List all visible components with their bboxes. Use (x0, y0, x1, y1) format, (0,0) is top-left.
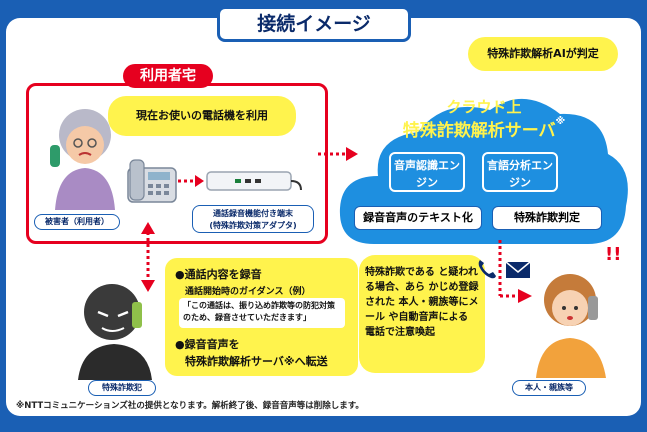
cloud-title-text: 特殊詐欺解析サーバ (402, 121, 556, 141)
phone-icon (478, 260, 496, 279)
ai-bubble-text: 特殊詐欺解析AIが判定 (487, 47, 599, 60)
language-analysis-engine: 言語分析エンジン (482, 152, 558, 192)
arrow-home-to-cloud (318, 147, 358, 161)
cloud-title-line1: クラウド上 (446, 98, 522, 116)
scammer-icon (78, 284, 152, 380)
cloud-asterisk: ※ (555, 116, 566, 127)
telephone-icon (127, 159, 177, 203)
mail-icon (505, 261, 531, 278)
guidance-box: 「この通話は、振り込め詐欺等の防犯対策のため、録音させていただきます」 (179, 298, 345, 328)
ai-speech-bubble: 特殊詐欺解析AIが判定 (468, 37, 618, 71)
adapter-device-icon (206, 171, 302, 191)
guidance-text: 「この通話は、振り込め詐欺等の防犯対策のため、録音させていただきます」 (183, 301, 335, 322)
alert-bubble: 特殊詐欺である と疑われる場合、あら かじめ登録された 本人・親族等にメール や… (359, 255, 485, 373)
footnote: ※NTTコミュニケーションズ社の提供となります。解析終了後、録音音声等は削除しま… (16, 401, 364, 411)
family-label: 本人・親族等 (512, 380, 586, 396)
family-member-icon (536, 274, 606, 378)
alert-text: 特殊詐欺である と疑われる場合、あら かじめ登録された 本人・親族等にメール や… (365, 267, 479, 338)
victim-label: 被害者（利用者） (34, 214, 120, 230)
arrow-cloud-to-family (498, 240, 532, 303)
victim-bubble-text: 現在お使いの電話機を利用 (136, 109, 268, 122)
recording-bubble: ●通話内容を録音 通話開始時のガイダンス（例） 「この通話は、振り込め詐欺等の防… (165, 258, 358, 376)
home-label: 利用者宅 (123, 64, 213, 88)
call-connection-arrow (141, 222, 155, 292)
voice-engine-text: 音声認識エンジン (394, 159, 460, 189)
adapter-label-line2: (特殊詐欺対策アダプタ) (209, 221, 297, 230)
arrow-phone-to-adapter (178, 175, 204, 187)
guidance-title: 通話開始時のガイダンス（例） (185, 287, 311, 297)
fraud-judgment-tag: 特殊詐欺判定 (492, 206, 602, 230)
exclamation-mark: !! (605, 244, 622, 265)
page-title: 接続イメージ (217, 6, 411, 42)
cloud-title-line2: 特殊詐欺解析サーバ※ (374, 116, 594, 141)
transfer-line2: 特殊詐欺解析サーバ※へ転送 (185, 355, 328, 368)
transfer-line1: ●録音音声を (175, 338, 240, 351)
scammer-label: 特殊詐欺犯 (88, 380, 156, 396)
elderly-woman-icon (50, 109, 115, 210)
adapter-label-line1: 通話録音機能付き端末 (213, 209, 293, 218)
language-engine-text: 言語分析エンジン (487, 159, 553, 189)
victim-speech-bubble: 現在お使いの電話機を利用 (108, 96, 296, 136)
adapter-label: 通話録音機能付き端末 (特殊詐欺対策アダプタ) (192, 205, 314, 233)
text-conversion-tag: 録音音声のテキスト化 (354, 206, 482, 230)
record-title: ●通話内容を録音 (175, 268, 262, 281)
voice-recognition-engine: 音声認識エンジン (389, 152, 465, 192)
